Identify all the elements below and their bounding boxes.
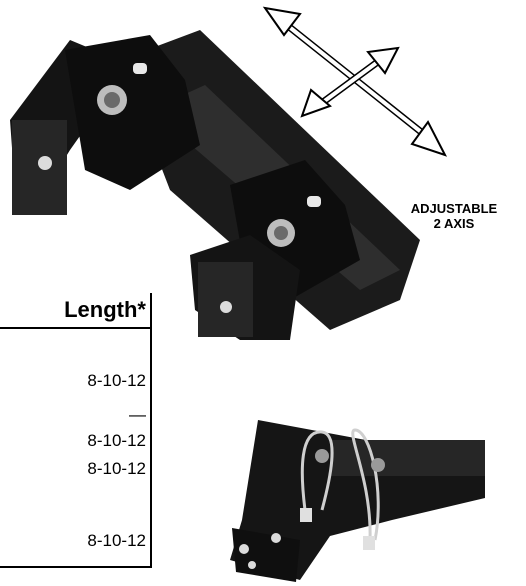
adjustable-label-line1: ADJUSTABLE [410, 201, 498, 216]
bracket-end-right-face [198, 262, 253, 337]
length-cell: 8-10-12 [87, 459, 146, 478]
adjustable-label-line2: 2 AXIS [433, 216, 475, 231]
clamp-block-upper [65, 35, 200, 190]
clamp-slot-lower [307, 196, 321, 207]
mounting-bracket-illustration [230, 420, 485, 582]
bracket-end-left-face [12, 120, 67, 215]
end-hole-left [38, 156, 52, 170]
length-cell: — [129, 405, 146, 424]
table-right-border [150, 293, 152, 568]
length-cell: 8-10-12 [87, 371, 146, 390]
adjustable-2-axis-label: ADJUSTABLE 2 AXIS [384, 201, 524, 231]
length-column-header: Length* [0, 293, 152, 329]
length-cell: 8-10-12 [87, 531, 146, 550]
length-header-label: Length* [64, 297, 146, 322]
length-cell: 8-10-12 [87, 431, 146, 450]
table-bottom-border [0, 566, 152, 568]
axis-arrows-icon [262, 6, 448, 157]
length-table: Length* 8-10-12 — 8-10-12 8-10-12 8-10-1… [0, 293, 152, 568]
clamp-slot-upper [133, 63, 147, 74]
end-hole-right [220, 301, 232, 313]
